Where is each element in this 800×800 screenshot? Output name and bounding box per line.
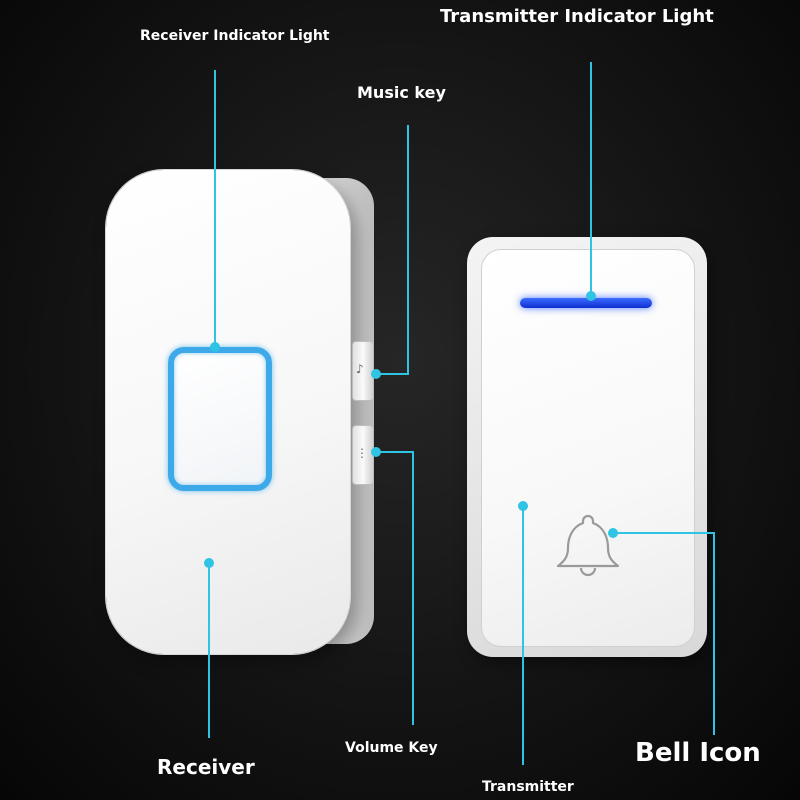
volume-key-button[interactable]: ⋮ bbox=[352, 425, 374, 485]
callout-music-key-line bbox=[376, 125, 409, 375]
transmitter-indicator-light bbox=[520, 298, 652, 308]
callout-dot-receiver bbox=[204, 558, 214, 568]
label-music-key: Music key bbox=[357, 83, 446, 102]
label-receiver: Receiver bbox=[157, 755, 255, 779]
transmitter-device[interactable] bbox=[481, 249, 695, 647]
label-bell-icon: Bell Icon bbox=[635, 738, 761, 768]
label-transmitter-indicator-light: Transmitter Indicator Light bbox=[440, 6, 714, 27]
callout-volume-key-line bbox=[376, 451, 414, 725]
callout-dot-bell-icon bbox=[608, 528, 618, 538]
label-transmitter: Transmitter bbox=[482, 779, 574, 795]
callout-dot-volume-key bbox=[371, 447, 381, 457]
callout-dot-transmitter-light bbox=[586, 291, 596, 301]
bell-icon bbox=[556, 514, 620, 577]
label-volume-key: Volume Key bbox=[345, 740, 438, 756]
receiver-indicator-light bbox=[168, 347, 272, 491]
music-note-icon: ♪ bbox=[356, 362, 364, 376]
callout-dot-receiver-light bbox=[210, 342, 220, 352]
label-receiver-indicator-light: Receiver Indicator Light bbox=[140, 28, 330, 44]
callout-dot-transmitter bbox=[518, 501, 528, 511]
callout-bell-icon-line bbox=[613, 532, 715, 735]
callout-dot-music-key bbox=[371, 369, 381, 379]
volume-icon: ⋮ bbox=[356, 446, 368, 460]
